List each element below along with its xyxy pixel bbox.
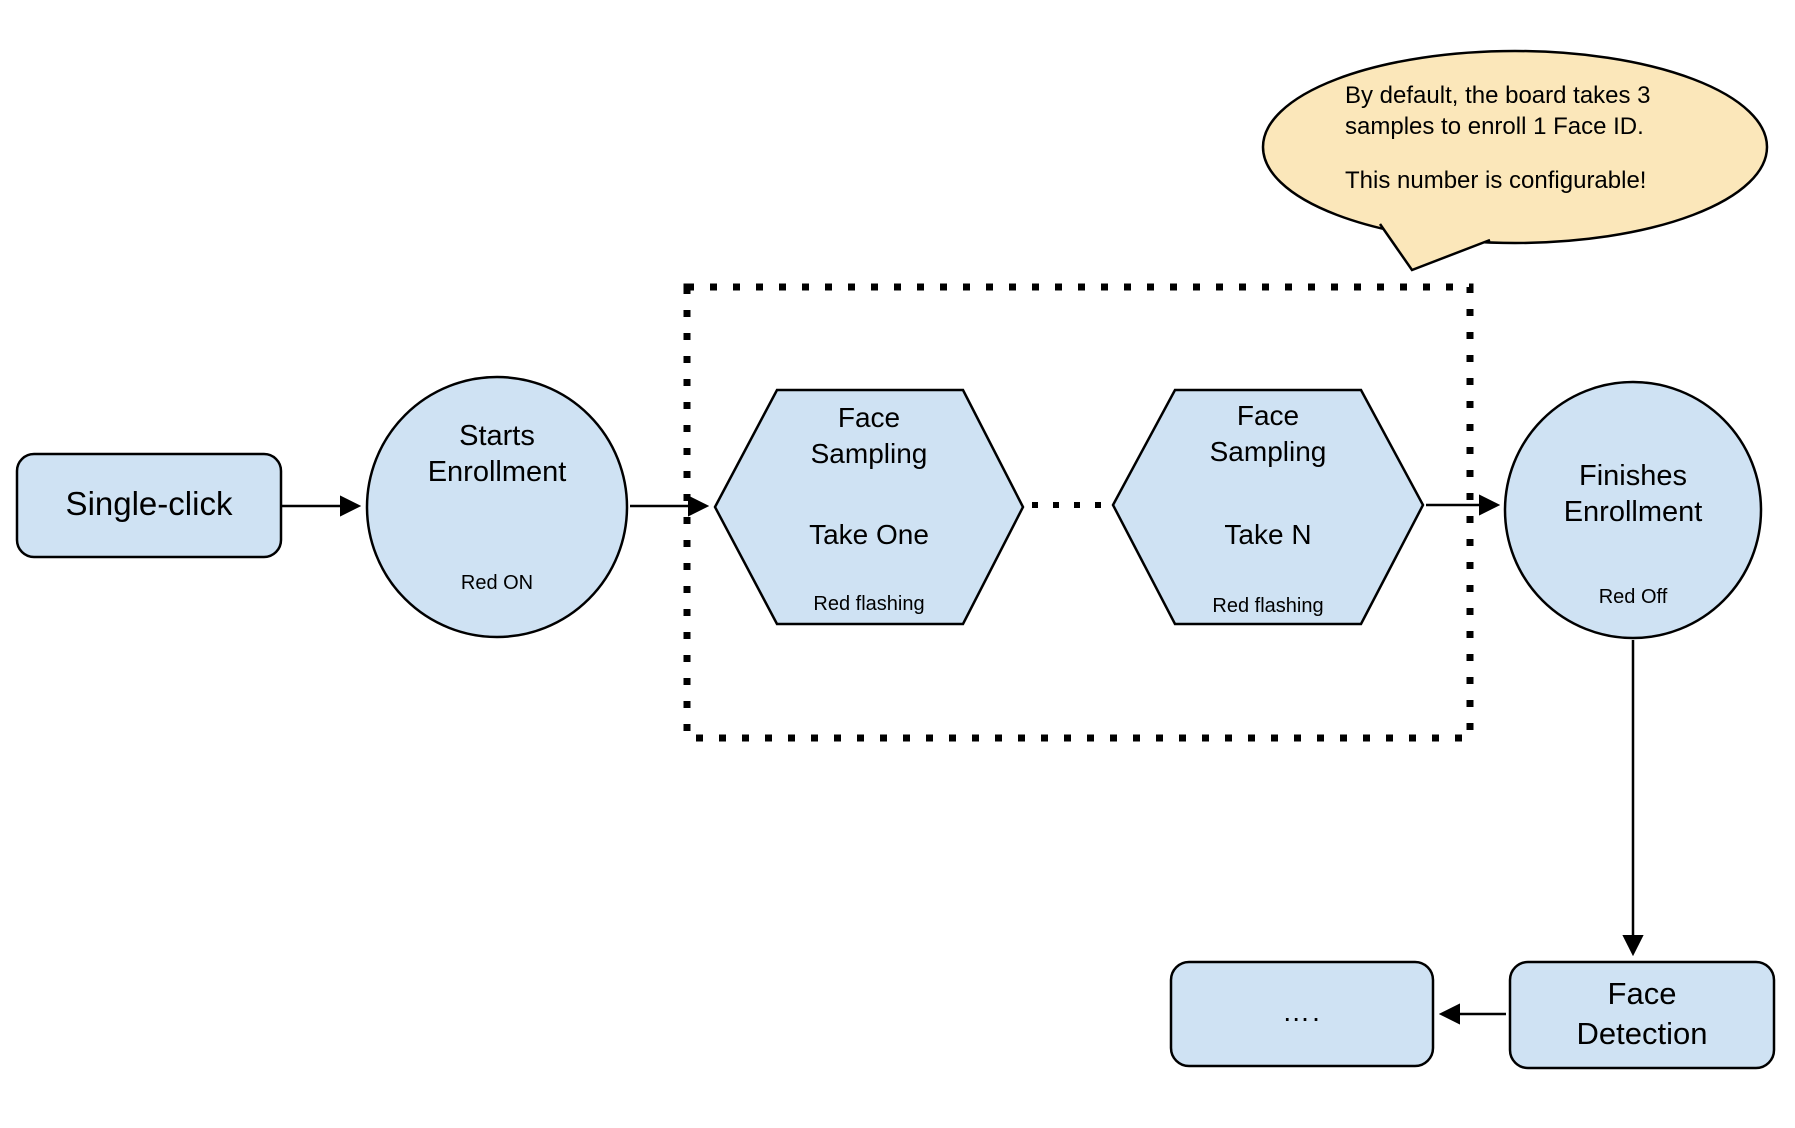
starts-enrollment-line1: Starts bbox=[459, 420, 535, 452]
finishes-enrollment-line1: Finishes bbox=[1579, 460, 1687, 492]
face-detection-node bbox=[1508, 960, 1776, 1070]
callout-line2: samples to enroll 1 Face ID. bbox=[1345, 113, 1644, 140]
take-n-line2: Sampling bbox=[1209, 436, 1327, 467]
continuation-node bbox=[1169, 960, 1435, 1068]
callout-line1: By default, the board takes 3 bbox=[1345, 82, 1651, 109]
take-n-line1: Face bbox=[1236, 400, 1300, 431]
sampling-group-border bbox=[683, 283, 1474, 742]
take-n-line3: Take N bbox=[1224, 519, 1312, 550]
starts-enrollment-line2: Enrollment bbox=[427, 456, 567, 488]
face-sampling-take-one-node bbox=[713, 388, 1025, 626]
single-click-label: Single-click bbox=[65, 485, 233, 522]
finishes-enrollment-node bbox=[1503, 380, 1763, 640]
callout-line3: This number is configurable! bbox=[1345, 167, 1647, 194]
face-detection-line1: Face bbox=[1607, 976, 1677, 1011]
face-detection-line2: Detection bbox=[1576, 1016, 1708, 1051]
take-n-sublabel: Red flashing bbox=[1212, 595, 1324, 617]
speech-bubble bbox=[1261, 49, 1769, 245]
starts-enrollment-sublabel: Red ON bbox=[460, 572, 534, 594]
face-sampling-take-n-node bbox=[1111, 388, 1425, 626]
take-one-line1: Face bbox=[837, 402, 901, 433]
take-one-sublabel: Red flashing bbox=[813, 593, 925, 615]
take-one-line2: Sampling bbox=[810, 438, 928, 469]
continuation-label: …. bbox=[1282, 996, 1322, 1027]
finishes-enrollment-sublabel: Red Off bbox=[1598, 586, 1668, 608]
finishes-enrollment-line2: Enrollment bbox=[1563, 496, 1703, 528]
starts-enrollment-node bbox=[365, 375, 629, 639]
speech-bubble-tail bbox=[1378, 223, 1491, 272]
take-one-line3: Take One bbox=[809, 519, 929, 550]
